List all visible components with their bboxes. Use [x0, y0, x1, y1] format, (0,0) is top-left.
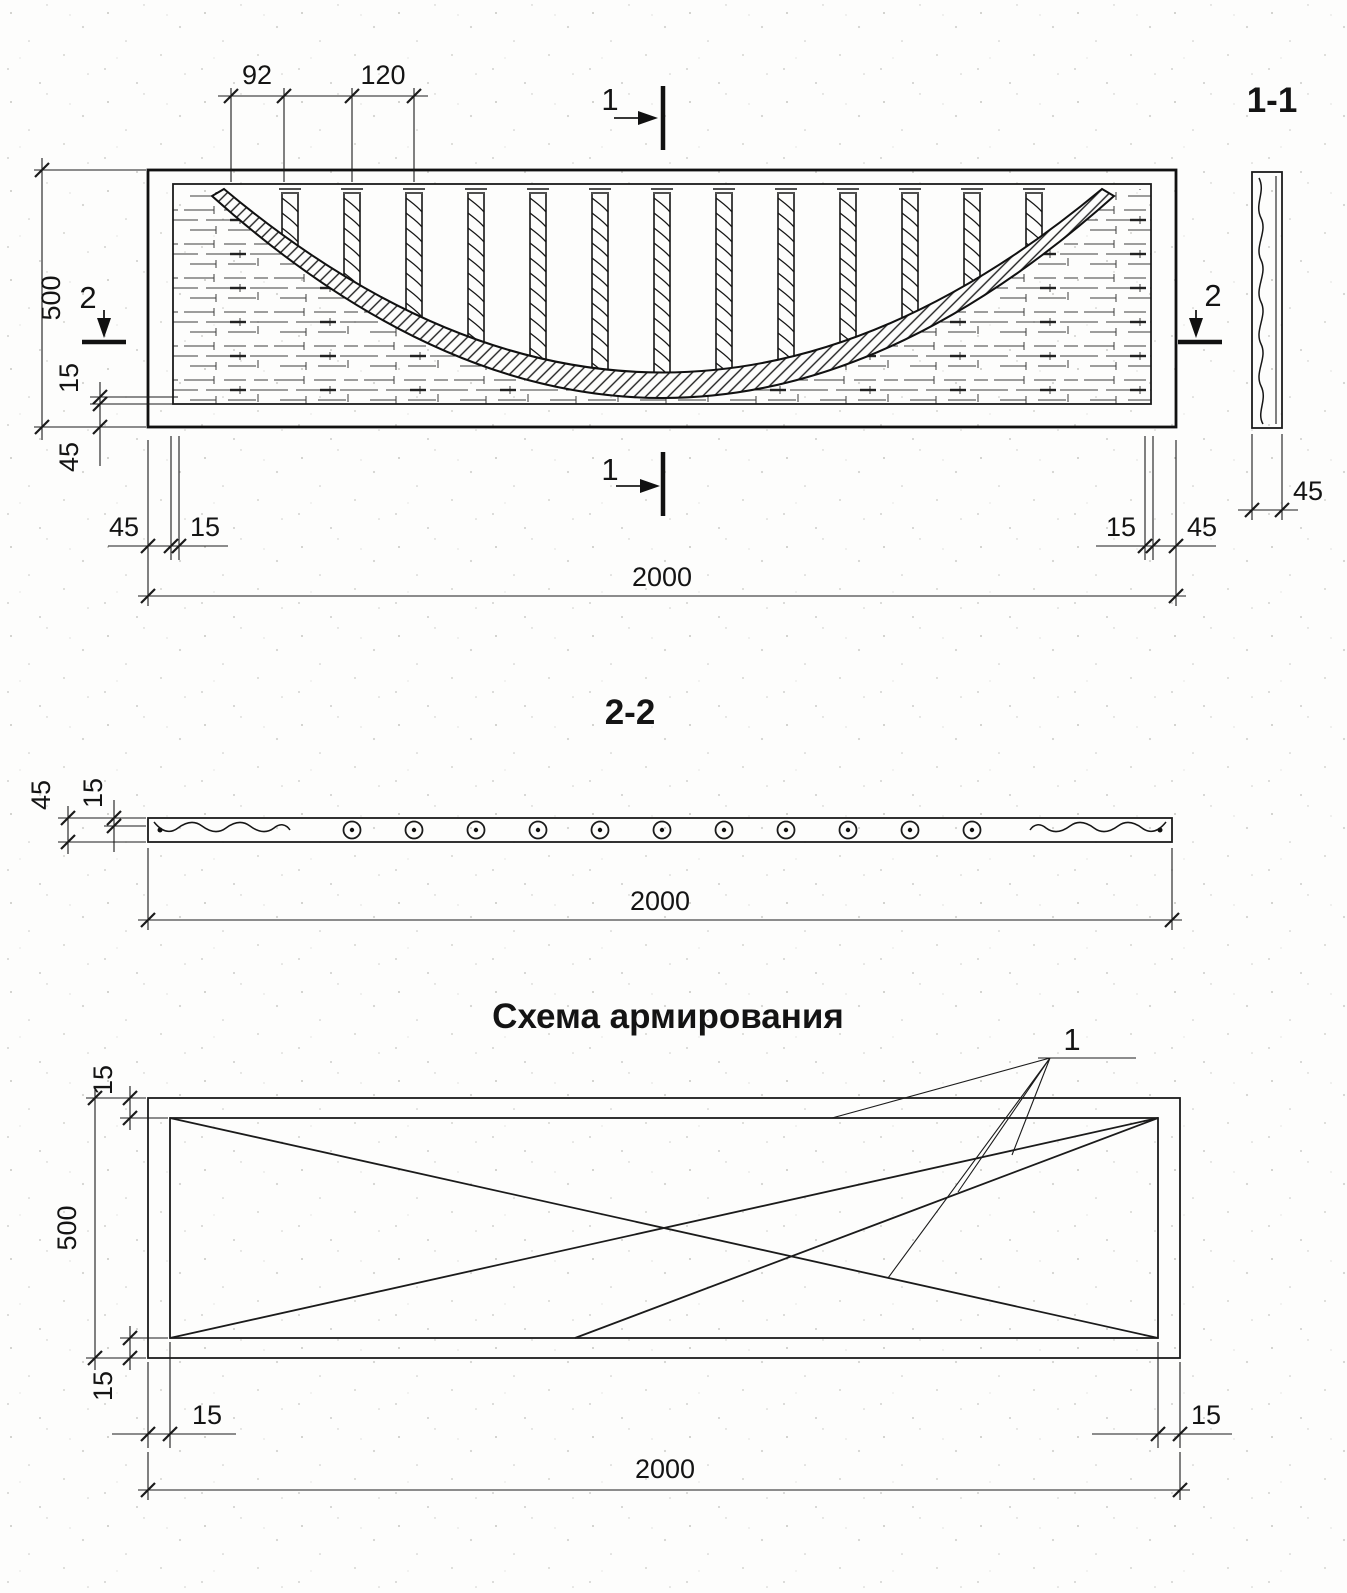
dim-label-92: 92	[242, 60, 272, 90]
bar-callout-1: 1	[831, 1022, 1136, 1279]
dim-label-45: 45	[109, 512, 139, 542]
anchor-dot	[1157, 827, 1163, 833]
inner-frame	[172, 183, 1152, 405]
elevation-view: 92 120 1 1 2 2	[33, 60, 1222, 606]
section-marker-1-top: 1	[601, 82, 666, 150]
dim-label-15: 15	[190, 512, 220, 542]
anchor-dot	[157, 827, 163, 833]
dim-label-15: 15	[192, 1400, 222, 1430]
dim-45-section-1-1: 45	[1238, 434, 1323, 520]
dim-label-45: 45	[1293, 476, 1323, 506]
left-relief-line	[153, 821, 291, 833]
dim-15-45-left: 15 45	[54, 363, 178, 472]
section-1-1-outline	[1251, 171, 1283, 429]
bar-label-1: 1	[1063, 1022, 1080, 1057]
marker-label-2: 2	[1204, 278, 1221, 313]
section-1-1-relief-line	[1257, 177, 1265, 425]
dim-92-120: 92 120	[218, 60, 428, 182]
dim-label-15: 15	[1191, 1400, 1221, 1430]
dim-label-45: 45	[1187, 512, 1217, 542]
dim-label-45: 45	[54, 442, 84, 472]
dim-45-15-section-2-2: 45 15	[26, 778, 146, 854]
section-2-2-view: 2-2 45 15 2000	[26, 693, 1182, 930]
dim-label-15: 15	[1106, 512, 1136, 542]
right-relief-line	[1029, 821, 1167, 833]
dim-500-left: 500	[33, 158, 146, 440]
dim-label-45: 45	[26, 780, 56, 810]
dim-label-15: 15	[88, 1065, 118, 1095]
dim-15-bottom-left: 15	[112, 1342, 236, 1448]
marker-label-1: 1	[601, 82, 618, 117]
section-marker-2-right: 2	[1178, 278, 1222, 345]
dim-label-2000: 2000	[635, 1454, 695, 1484]
reinforcement-outline	[147, 1097, 1181, 1359]
section-1-1-view: 1-1 45	[1238, 81, 1323, 520]
reinforcement-view: Схема армирования 1 15 500	[52, 997, 1232, 1500]
dim-label-15: 15	[54, 363, 84, 393]
diagonal-bars	[169, 1117, 1159, 1339]
marker-label-1: 1	[601, 452, 618, 487]
dim-15-bottom-left-vertical: 15	[88, 1326, 168, 1401]
marker-label-2: 2	[79, 280, 96, 315]
rope-garland	[210, 187, 1116, 399]
dim-15-bottom-right: 15	[1092, 1342, 1232, 1448]
dim-label-15: 15	[78, 778, 108, 808]
dim-label-15: 15	[88, 1371, 118, 1401]
dim-45-15-bottom-left: 45 15	[108, 436, 228, 560]
baluster-section-centers	[349, 827, 975, 833]
section-marker-1-bottom: 1	[601, 452, 666, 516]
dim-15-45-bottom-right: 15 45	[1096, 436, 1217, 560]
section-2-2-title: 2-2	[605, 693, 656, 732]
section-marker-2-left: 2	[79, 280, 126, 345]
dim-label-120: 120	[360, 60, 405, 90]
dim-label-500: 500	[52, 1205, 82, 1250]
reinforcement-title: Схема армирования	[492, 997, 844, 1036]
perimeter-bar	[169, 1117, 1159, 1339]
dim-2000-elevation: 2000	[138, 560, 1186, 606]
section-1-1-title: 1-1	[1247, 81, 1298, 120]
panel-outline	[146, 168, 1178, 429]
dim-2000-section-2-2: 2000	[138, 848, 1182, 930]
dim-label-2000: 2000	[630, 886, 690, 916]
dim-label-2000: 2000	[632, 562, 692, 592]
section-2-2-outline	[147, 817, 1173, 843]
dim-label-500: 500	[36, 275, 66, 320]
dim-2000-reinforcement: 2000	[138, 1452, 1190, 1500]
baluster-sections	[342, 820, 982, 840]
